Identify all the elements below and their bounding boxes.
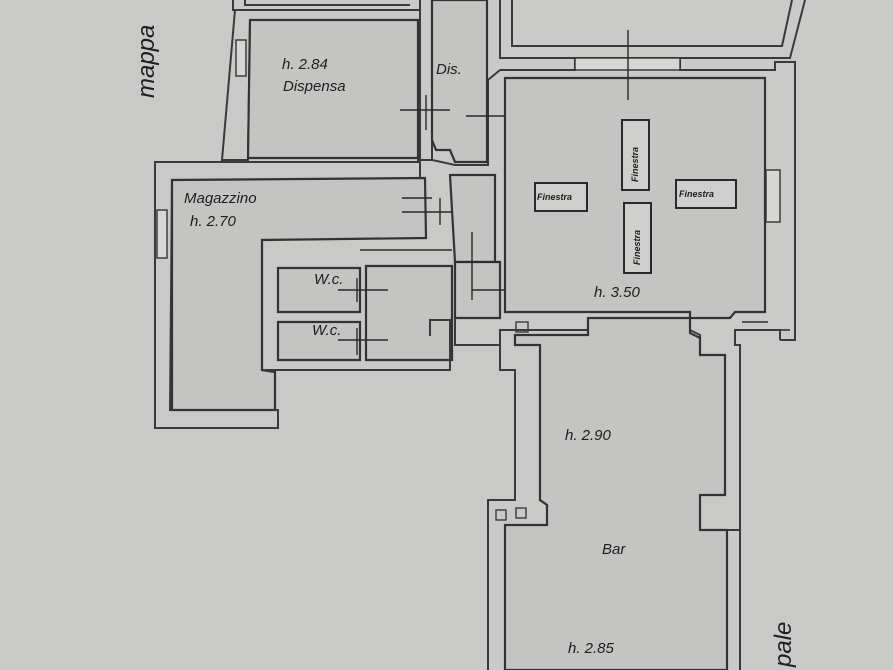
corridor-height: h. 2.90 bbox=[565, 427, 611, 444]
magazzino-height: h. 2.70 bbox=[190, 213, 236, 230]
wc-2-name: W.c. bbox=[312, 322, 342, 339]
main-hall-height: h. 3.50 bbox=[594, 284, 640, 301]
wc-1-name: W.c. bbox=[314, 271, 344, 288]
skylight-label-1: Finestra bbox=[537, 192, 573, 202]
magazzino-name: Magazzino bbox=[184, 190, 257, 207]
street-label-left: mappa bbox=[133, 24, 160, 98]
dispensa-name: Dispensa bbox=[283, 78, 346, 95]
bar-corridor-room bbox=[487, 316, 781, 670]
skylight-label-3: Finestra bbox=[679, 189, 715, 199]
main-hall-room bbox=[500, 30, 796, 341]
skylight-label-2: Finestra bbox=[630, 146, 640, 182]
bar-name: Bar bbox=[602, 541, 626, 558]
dis-room bbox=[400, 0, 525, 166]
magazzino-room bbox=[154, 161, 472, 429]
bar-height: h. 2.85 bbox=[568, 640, 614, 657]
skylights bbox=[534, 119, 737, 274]
wc-2-room bbox=[265, 319, 451, 371]
wc-1-room bbox=[276, 249, 454, 362]
dispensa-height: h. 2.84 bbox=[282, 56, 328, 73]
dis-name: Dis. bbox=[436, 61, 462, 78]
skylight-label-4: Finestra bbox=[632, 229, 642, 265]
street-label-right: pale bbox=[770, 621, 797, 667]
dispensa-room bbox=[220, 0, 433, 161]
